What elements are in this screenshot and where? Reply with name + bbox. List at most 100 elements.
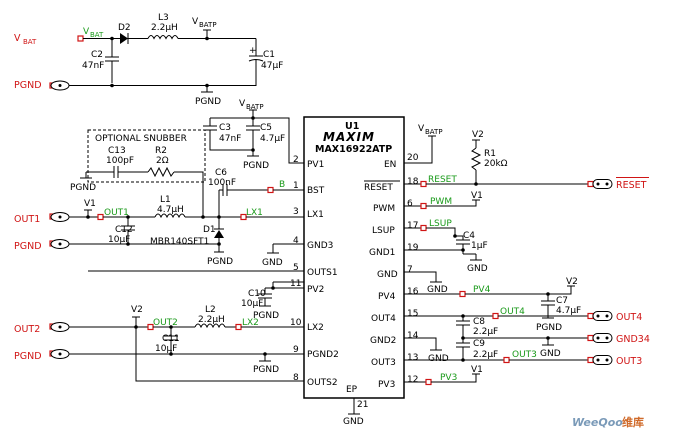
- b-net-label: B: [279, 180, 285, 190]
- pin-num-12: 12: [407, 375, 418, 385]
- v2-out2-label: V2: [131, 305, 143, 315]
- pgnd2-terminal-label: PGND: [14, 241, 42, 252]
- v1-pwm-label: V1: [471, 191, 483, 201]
- d1-part: MBR140SFT1: [150, 237, 209, 247]
- ic-logo: MAXIM: [323, 130, 375, 144]
- pin-out3: OUT3: [371, 358, 396, 368]
- d2-diode: [120, 33, 128, 44]
- vbatp-mid-label: V: [239, 99, 246, 109]
- out4-terminal-label: OUT4: [616, 312, 642, 323]
- ic-ref: U1: [345, 121, 359, 132]
- pin-num-21: 21: [357, 400, 368, 410]
- c11-label: C11: [162, 334, 180, 344]
- pin-outs1: OUTS1: [307, 268, 338, 278]
- l3-label: L3: [158, 13, 169, 23]
- ic-body: [303, 116, 405, 399]
- vbat-net-label: V: [83, 27, 90, 37]
- pin-num-2: 2: [293, 155, 299, 165]
- gnd34-terminal[interactable]: [592, 333, 613, 343]
- c8-value: 2.2µF: [473, 327, 498, 337]
- pin-pwm: PWM: [373, 204, 395, 214]
- pin-bst: BST: [307, 186, 325, 196]
- pin-pgnd2: PGND2: [307, 350, 339, 360]
- pin-num-8: 8: [293, 373, 299, 383]
- right-top-section: V BATP V2 R1 20kΩ RESET RESET PWM V1 LSU…: [404, 124, 649, 295]
- c13-value: 100pF: [106, 156, 134, 166]
- pin-num-1: 1: [293, 181, 299, 191]
- vbat-net-sub: BAT: [90, 31, 104, 39]
- pin-en: EN: [384, 160, 396, 170]
- pgnd-c3-label: PGND: [243, 161, 269, 171]
- reset-terminal-label: RESET: [616, 180, 647, 191]
- pv2-section: C10 10µF PGND: [88, 270, 304, 321]
- ic-part: MAX16922ATP: [315, 144, 392, 155]
- pgnd-terminal-label: PGND: [14, 80, 42, 91]
- c6-value: 100nF: [208, 178, 236, 188]
- v2-r1-label: V2: [472, 130, 484, 140]
- pin-num-11: 11: [290, 279, 301, 289]
- c5-label: C5: [260, 123, 272, 133]
- pin-num-20: 20: [407, 153, 419, 163]
- pv1-section: V BATP C3 47nF C5 4.7µF PGND: [203, 99, 304, 171]
- r2-label: R2: [155, 146, 167, 156]
- vbat-terminal-label: V: [14, 33, 21, 44]
- out4-terminal[interactable]: [592, 311, 613, 321]
- gnd-gnd2-label: GND: [428, 354, 449, 364]
- pgnd-c7-label: PGND: [536, 323, 562, 333]
- c5-value: 4.7µF: [260, 134, 285, 144]
- pin-ep: EP: [346, 385, 358, 395]
- r2-value: 2Ω: [156, 156, 169, 166]
- gnd-c4-label: GND: [467, 264, 488, 274]
- pv3-net-label: PV3: [440, 373, 457, 383]
- pin-lsup: LSUP: [372, 226, 395, 236]
- pin-num-5: 5: [293, 263, 299, 273]
- c13-label: C13: [108, 146, 126, 156]
- lsup-net-label: LSUP: [429, 219, 452, 229]
- vbatp-mid-sub: BATP: [246, 103, 264, 111]
- ic-u1: U1 MAXIM MAX16922ATP PV1 BST LX1 GND3 OU…: [290, 116, 419, 427]
- c4-value: 1µF: [471, 241, 488, 251]
- snubber-label: OPTIONAL SNUBBER: [95, 134, 187, 144]
- pin-num-14: 14: [407, 331, 419, 341]
- c10-value: 10µF: [241, 299, 263, 309]
- lx1-net-label: LX1: [246, 208, 263, 218]
- c1-label: C1: [263, 50, 275, 60]
- d1-diode: [214, 230, 224, 238]
- c10-label: C10: [248, 289, 266, 299]
- pgnd-pgnd2-label: PGND: [253, 365, 279, 375]
- pin-num-4: 4: [293, 236, 299, 246]
- optional-snubber: OPTIONAL SNUBBER C13 100pF R2 2Ω PGND: [70, 129, 206, 217]
- out2-terminal-label: OUT2: [14, 324, 40, 335]
- out3-terminal[interactable]: [592, 355, 613, 365]
- pv4-net-label: PV4: [473, 285, 491, 295]
- lx2-net-label: LX2: [242, 318, 259, 328]
- ep-gnd-label: GND: [343, 417, 364, 427]
- pin-gnd3: GND3: [307, 241, 333, 251]
- pin-pv3: PV3: [378, 380, 395, 390]
- pin-num-16: 16: [407, 287, 419, 297]
- l1-label: L1: [160, 195, 171, 205]
- r1-value: 20kΩ: [484, 159, 508, 169]
- gnd-gnd-label: GND: [427, 285, 448, 295]
- pin-num-15: 15: [407, 309, 418, 319]
- v1-pv3-label: V1: [471, 365, 483, 375]
- d2-label: D2: [118, 23, 131, 33]
- c12-label: C12: [115, 225, 133, 235]
- l2-label: L2: [205, 305, 216, 315]
- watermark-brand: WeeQoo: [572, 416, 623, 429]
- pin-gnd1: GND1: [369, 248, 395, 258]
- pin-pv2: PV2: [307, 285, 324, 295]
- out2-net-label: OUT2: [153, 318, 178, 328]
- pwm-net-label: PWM: [430, 197, 452, 207]
- vbatp-en-sub: BATP: [425, 128, 443, 136]
- pin-num-7: 7: [407, 265, 413, 275]
- pin-num-6: 6: [407, 199, 413, 209]
- vbatp-en-label: V: [418, 124, 425, 134]
- out4-net-label: OUT4: [500, 307, 525, 317]
- c12-value: 10µF: [108, 235, 130, 245]
- c9-value: 2.2µF: [473, 350, 498, 360]
- snubber-box: [87, 129, 206, 183]
- vbatp-top-sub: BATP: [199, 21, 217, 29]
- vbat-input-section: V BAT V BAT D2 L3 2.2µH V BATP C2 47nF +…: [14, 13, 283, 107]
